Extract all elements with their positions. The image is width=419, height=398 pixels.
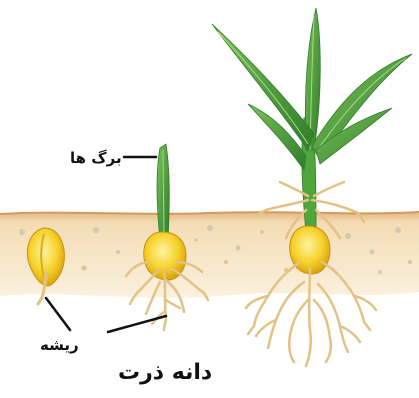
diagram-caption: دانه ذرت — [118, 362, 212, 384]
root-label: ریشه — [40, 338, 79, 353]
root-leader-line-2 — [108, 316, 166, 332]
root-leader-line-1 — [46, 298, 70, 330]
stage-3-plant — [212, 8, 412, 366]
leaves-label: برگ ها — [70, 151, 122, 166]
